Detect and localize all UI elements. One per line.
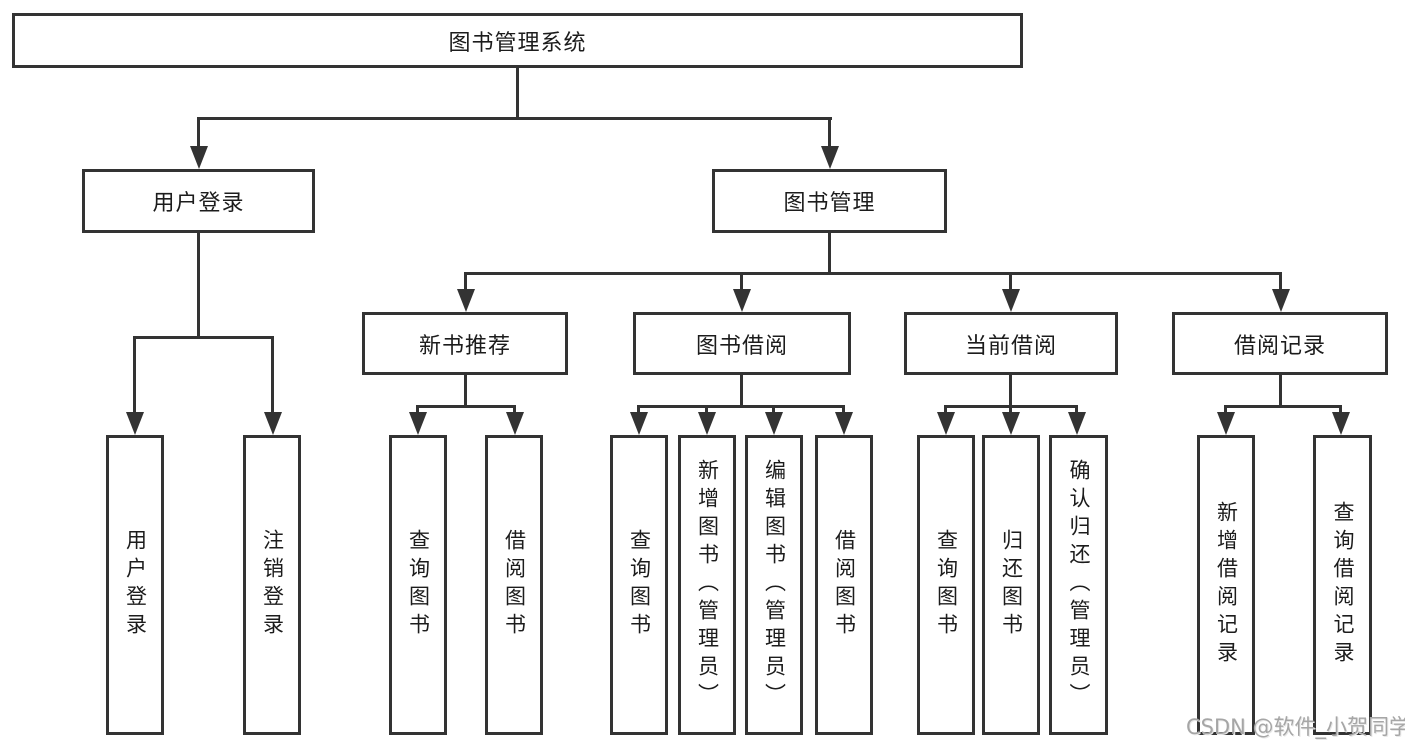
arrow-down-icon (821, 146, 839, 169)
node-new-book-recommend-label: 新书推荐 (418, 333, 511, 359)
connector-line (1224, 405, 1227, 416)
connector-line (637, 405, 845, 408)
leaf-newbook-query-label: 查询图书 (406, 529, 431, 641)
arrow-down-icon (190, 146, 208, 169)
leaf-current-query-label: 查询图书 (934, 529, 959, 641)
leaf-newbook-borrow: 借阅图书 (485, 435, 543, 735)
node-root-label: 图书管理系统 (448, 30, 587, 56)
connector-line (416, 405, 419, 416)
leaf-borrow-add-admin: 新增图书（管理员） (678, 435, 736, 735)
leaf-record-add: 新增借阅记录 (1197, 435, 1255, 735)
leaf-confirm-return-admin: 确认归还（管理员） (1049, 435, 1108, 735)
arrow-down-icon (835, 412, 853, 435)
connector-line (740, 272, 743, 293)
connector-line (197, 117, 832, 120)
connector-line (772, 405, 775, 416)
connector-line (705, 405, 708, 416)
connector-line (197, 117, 200, 149)
connector-line (1224, 405, 1342, 408)
node-book-management: 图书管理 (712, 169, 947, 233)
leaf-current-query: 查询图书 (917, 435, 975, 735)
connector-line (1279, 272, 1282, 293)
leaf-record-query: 查询借阅记录 (1313, 435, 1372, 735)
arrow-down-icon (409, 412, 427, 435)
arrow-down-icon (1217, 412, 1235, 435)
node-user-login: 用户登录 (82, 169, 315, 233)
arrow-down-icon (698, 412, 716, 435)
connector-line (464, 272, 1282, 275)
connector-line (740, 375, 743, 408)
connector-line (513, 405, 516, 416)
leaf-user-login-label: 用户登录 (123, 529, 148, 641)
connector-line (271, 336, 274, 415)
node-borrow-records: 借阅记录 (1172, 312, 1388, 375)
connector-line (944, 405, 947, 416)
connector-line (1279, 375, 1282, 408)
arrow-down-icon (1002, 412, 1020, 435)
node-current-borrow: 当前借阅 (904, 312, 1118, 375)
leaf-borrow-book-label: 借阅图书 (832, 529, 857, 641)
connector-line (464, 375, 467, 408)
connector-line (828, 233, 831, 272)
connector-line (1075, 405, 1078, 416)
connector-line (133, 336, 136, 415)
leaf-record-query-label: 查询借阅记录 (1331, 501, 1355, 669)
leaf-borrow-book: 借阅图书 (815, 435, 873, 735)
arrow-down-icon (126, 412, 144, 435)
node-new-book-recommend: 新书推荐 (362, 312, 568, 375)
node-root: 图书管理系统 (12, 13, 1023, 68)
connector-line (1339, 405, 1342, 416)
leaf-borrow-query-label: 查询图书 (627, 529, 652, 641)
arrow-down-icon (1332, 412, 1350, 435)
node-user-login-label: 用户登录 (152, 191, 245, 216)
leaf-logout: 注销登录 (243, 435, 301, 735)
connector-line (464, 272, 467, 293)
leaf-newbook-query: 查询图书 (389, 435, 447, 735)
leaf-user-login: 用户登录 (106, 435, 164, 735)
connector-line (637, 405, 640, 416)
arrow-down-icon (457, 289, 475, 312)
leaf-newbook-borrow-label: 借阅图书 (502, 529, 527, 641)
connector-line (842, 405, 845, 416)
connector-line (133, 336, 274, 339)
connector-line (416, 405, 516, 408)
arrow-down-icon (1272, 289, 1290, 312)
leaf-return-book-label: 归还图书 (999, 529, 1024, 641)
csdn-watermark: CSDN @软件_小贺同学 (1186, 715, 1405, 739)
arrow-down-icon (733, 289, 751, 312)
connector-line (197, 233, 200, 336)
node-book-borrow: 图书借阅 (633, 312, 851, 375)
leaf-borrow-add-admin-label: 新增图书（管理员） (695, 459, 720, 711)
leaf-logout-label: 注销登录 (260, 529, 285, 641)
connector-line (1009, 405, 1012, 416)
node-book-management-label: 图书管理 (783, 191, 876, 216)
leaf-record-add-label: 新增借阅记录 (1214, 501, 1239, 669)
arrow-down-icon (937, 412, 955, 435)
leaf-return-book: 归还图书 (982, 435, 1040, 735)
arrow-down-icon (765, 412, 783, 435)
connector-line (1009, 272, 1012, 293)
node-book-borrow-label: 图书借阅 (695, 333, 788, 359)
arrow-down-icon (264, 412, 282, 435)
connector-line (1009, 375, 1012, 408)
arrow-down-icon (1068, 412, 1086, 435)
arrow-down-icon (630, 412, 648, 435)
node-borrow-records-label: 借阅记录 (1233, 333, 1326, 359)
node-current-borrow-label: 当前借阅 (964, 333, 1057, 359)
leaf-borrow-edit-admin-label: 编辑图书（管理员） (762, 459, 787, 711)
connector-line (516, 68, 519, 118)
leaf-confirm-return-admin-label: 确认归还（管理员） (1067, 459, 1091, 711)
leaf-borrow-query: 查询图书 (610, 435, 668, 735)
leaf-borrow-edit-admin: 编辑图书（管理员） (745, 435, 803, 735)
connector-line (828, 117, 831, 149)
arrow-down-icon (1002, 289, 1020, 312)
arrow-down-icon (506, 412, 524, 435)
